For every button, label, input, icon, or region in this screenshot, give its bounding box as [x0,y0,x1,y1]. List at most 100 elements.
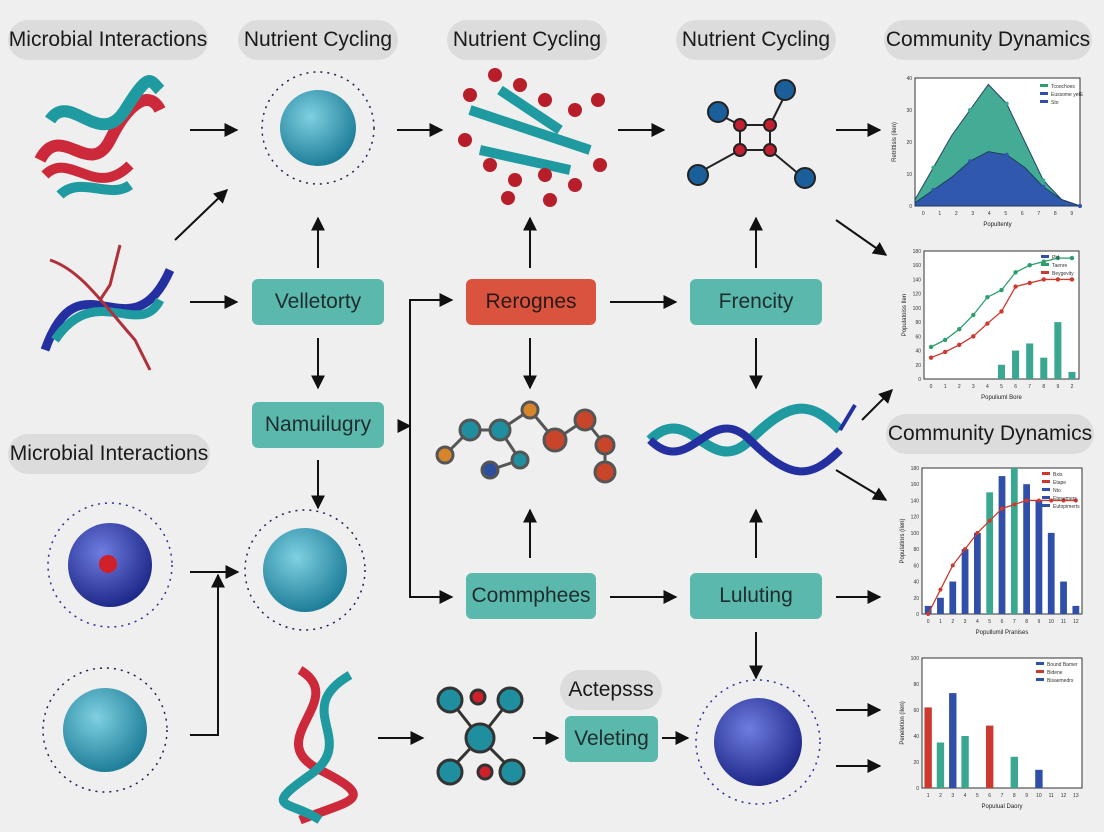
data-point [928,355,934,360]
data-point [1069,255,1075,261]
data-point [928,344,934,350]
data-point [963,547,968,552]
dna-helix-icon [646,403,857,476]
y-tick-label: 0 [916,786,919,792]
header-actepsss: Actepsss [560,670,662,710]
bar [1035,769,1043,788]
data-point [985,295,990,300]
dna-helix-icon [40,244,175,371]
x-tick-label: 5 [1000,384,1003,390]
legend-swatch [1036,678,1044,681]
y-tick-label: 160 [913,263,922,269]
y-tick-label: 100 [913,306,922,312]
data-point [931,188,936,192]
x-tick-label: 5 [976,793,979,799]
bar [1035,500,1043,614]
x-tick-label: 2 [951,619,954,625]
legend-swatch [1042,488,1050,491]
node-veleting: Veleting [565,716,658,762]
data-point [957,342,962,348]
y-tick-label: 140 [913,277,922,283]
x-tick-label: 3 [964,619,967,625]
y-tick-label: 40 [915,349,921,355]
y-tick-label: 60 [913,708,919,714]
y-tick-label: 180 [913,249,922,255]
y-tick-label: 160 [911,482,920,488]
y-tick-label: 40 [913,580,919,586]
bar [1047,532,1055,614]
x-tick-label: 7 [1013,619,1016,625]
data-point [1004,101,1009,106]
x-tick-label: 2 [958,384,961,390]
x-tick-label: 6 [988,793,991,799]
node-rerognes: Rerognes [466,279,596,325]
header-community-dynamics: Community Dynamics [886,414,1094,454]
bar [1060,581,1067,614]
bar [1072,605,1080,614]
x-tick-label: 4 [964,793,967,799]
bar [986,725,994,788]
bar [924,707,932,788]
legend-swatch [1042,504,1050,507]
microbe-cell-icon [261,71,375,185]
y-tick-label: 20 [913,760,919,766]
x-tick-label: 10 [1036,793,1042,799]
bar [1012,350,1020,379]
x-tick-label: 7 [1037,211,1040,217]
y-tick-label: 20 [915,363,921,369]
bar [1040,357,1048,379]
y-tick-label: 140 [911,498,920,504]
data-point [968,159,972,164]
y-axis-label: Populatinrs (ilen) [900,518,906,563]
node-frencity: Frencity [690,279,822,325]
x-tick-label: 11 [1061,619,1066,625]
node-commphees: Commphees [466,573,596,619]
data-point [1013,284,1018,289]
x-tick-label: 7 [1028,384,1031,390]
x-tick-label: 6 [1001,619,1004,625]
legend-label: Bxis [1053,472,1063,478]
bar [924,605,932,614]
legend-label: Bidene [1047,670,1063,676]
x-tick-label: 12 [1061,793,1067,799]
molecule-graph-icon [436,686,526,786]
y-tick-label: 120 [911,515,920,521]
data-point [931,165,936,170]
data-point [926,612,931,616]
y-tick-label: 0 [909,204,912,210]
x-axis-label: Popultenty [983,222,1011,228]
bar [974,532,981,614]
legend-label: Eutopimerts [1053,504,1080,510]
legend-swatch [1040,92,1048,95]
plot-area [921,657,1083,789]
data-point [942,337,948,343]
bar [1023,484,1030,614]
data-point [1069,277,1075,282]
x-tick-label: 1 [944,384,947,390]
x-tick-label: 1 [938,211,941,217]
y-tick-label: 60 [913,563,919,569]
data-point [1041,184,1046,189]
data-point [1004,152,1009,157]
legend-swatch [1042,496,1050,499]
data-point [975,530,980,535]
data-point [985,321,990,326]
data-point [1000,506,1004,511]
bar [937,597,944,614]
x-tick-label: 3 [951,793,954,799]
x-tick-label: 1 [939,619,942,625]
y-tick-label: 180 [911,466,920,472]
node-namuilugry: Namuilugry [252,402,384,448]
data-point [1055,277,1061,282]
bar [1026,343,1034,379]
data-point [1055,255,1061,261]
x-tick-label: 3 [971,211,974,217]
y-tick-label: 100 [911,531,920,537]
data-point [968,108,972,112]
y-tick-label: 30 [906,108,912,114]
x-tick-label: 5 [1004,211,1007,217]
